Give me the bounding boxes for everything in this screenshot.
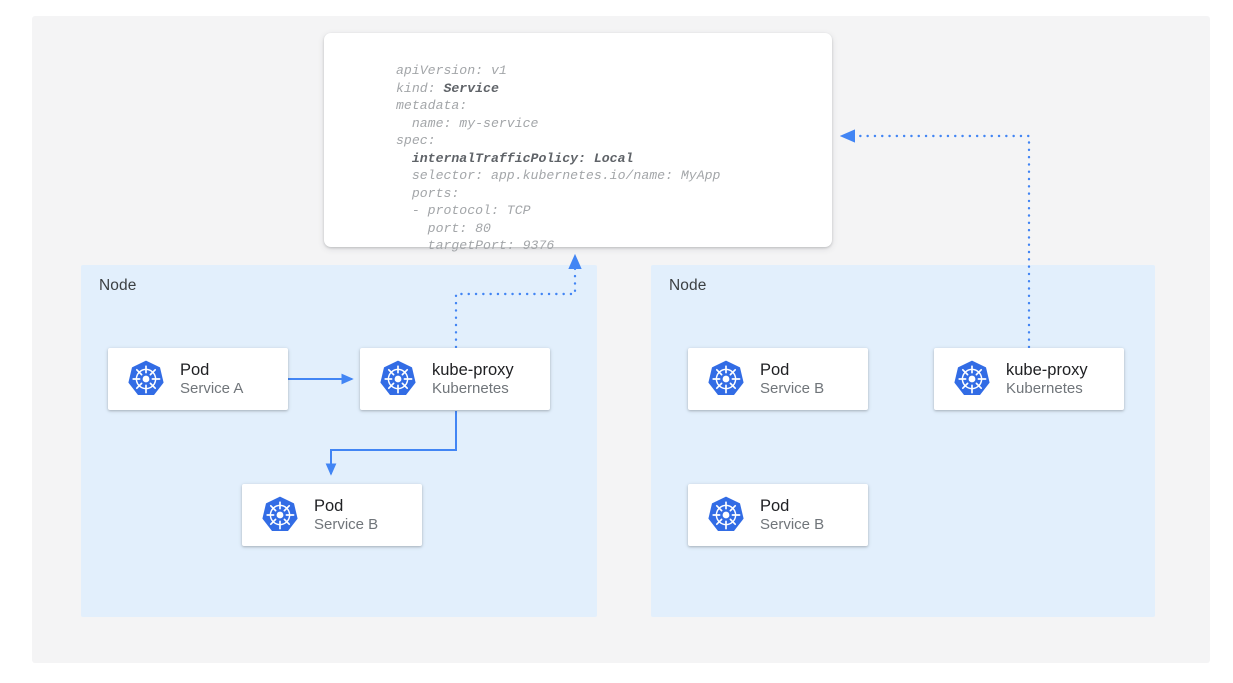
yaml-line-port: port: 80	[396, 220, 491, 236]
card-text: Pod Service B	[760, 496, 824, 534]
yaml-line-apiversion: apiVersion: v1	[396, 63, 507, 79]
card-text: Pod Service A	[180, 360, 243, 398]
card-pod-service-b-left[interactable]: Pod Service B	[242, 484, 422, 546]
card-title: kube-proxy	[1006, 360, 1088, 379]
service-manifest-code: apiVersion: v1 kind: Service metadata: n…	[396, 62, 720, 255]
card-subtitle: Service B	[760, 515, 825, 533]
yaml-line-kind-key: kind:	[396, 80, 444, 96]
kubernetes-icon	[128, 360, 164, 395]
card-title: kube-proxy	[432, 360, 514, 379]
yaml-line-name: name: my-service	[396, 115, 539, 131]
kubernetes-icon	[708, 496, 744, 531]
card-subtitle: Service B	[760, 379, 825, 397]
node-box-left: Node	[81, 265, 597, 617]
yaml-line-targetport: targetPort: 9376	[396, 238, 555, 254]
kubernetes-icon	[262, 496, 298, 531]
card-pod-service-b-right-top[interactable]: Pod Service B	[688, 348, 868, 410]
kubernetes-icon	[708, 360, 744, 395]
yaml-line-internal-traffic-policy: internalTrafficPolicy: Local	[411, 150, 634, 166]
node-label-left: Node	[99, 277, 137, 294]
node-box-right: Node	[651, 265, 1155, 617]
yaml-line-kind-value: Service	[443, 80, 499, 96]
yaml-line-protocol: - protocol: TCP	[396, 203, 531, 219]
node-label-right: Node	[669, 277, 707, 294]
yaml-line-selector: selector: app.kubernetes.io/name: MyApp	[396, 168, 721, 184]
kubernetes-icon	[380, 360, 416, 395]
card-pod-service-b-right-bottom[interactable]: Pod Service B	[688, 484, 868, 546]
card-text: kube-proxy Kubernetes	[1006, 360, 1088, 398]
card-subtitle: Service A	[180, 379, 244, 397]
card-text: kube-proxy Kubernetes	[432, 360, 514, 398]
card-title: Pod	[314, 496, 344, 515]
service-manifest-panel: apiVersion: v1 kind: Service metadata: n…	[324, 33, 832, 253]
card-title: Pod	[760, 360, 790, 379]
yaml-line-metadata: metadata:	[396, 98, 468, 114]
card-title: Pod	[180, 360, 210, 379]
yaml-line-indent	[396, 151, 412, 166]
yaml-line-spec: spec:	[396, 133, 436, 149]
card-subtitle: Kubernetes	[1006, 379, 1083, 397]
card-title: Pod	[760, 496, 790, 515]
card-subtitle: Kubernetes	[432, 379, 509, 397]
card-pod-service-a[interactable]: Pod Service A	[108, 348, 288, 410]
card-text: Pod Service B	[314, 496, 378, 534]
card-text: Pod Service B	[760, 360, 824, 398]
card-kube-proxy-right[interactable]: kube-proxy Kubernetes	[934, 348, 1124, 410]
kubernetes-icon	[954, 360, 990, 395]
card-subtitle: Service B	[314, 515, 379, 533]
yaml-line-ports: ports:	[396, 185, 460, 201]
card-kube-proxy-left[interactable]: kube-proxy Kubernetes	[360, 348, 550, 410]
